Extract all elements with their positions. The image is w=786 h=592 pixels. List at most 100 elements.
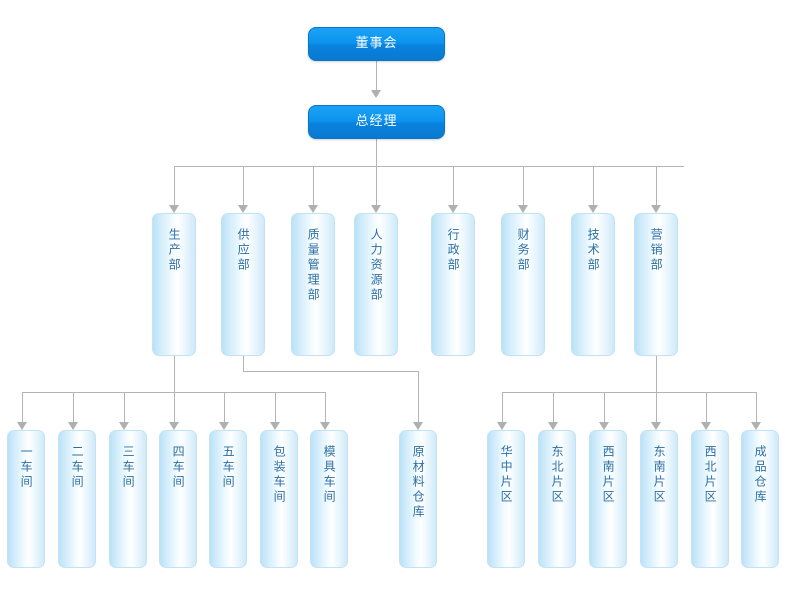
connector-drop-supply	[243, 166, 244, 205]
arrow-to-ws-3	[119, 422, 129, 430]
node-workshop-mould-label: 模具车间	[322, 445, 337, 505]
arrow-to-rg-southwest	[599, 422, 609, 430]
node-workshop-packing[interactable]: 包装车间	[260, 430, 298, 568]
arrow-to-rg-central	[497, 422, 507, 430]
node-workshop-2-label: 二车间	[70, 445, 85, 490]
arrow-to-raw-warehouse	[413, 422, 423, 430]
arrow-to-quality	[308, 205, 318, 213]
connector-drop-ws-1	[22, 392, 23, 422]
arrow-to-rg-northeast	[548, 422, 558, 430]
node-dept-admin-label: 行政部	[446, 228, 461, 273]
connector-workshop-bus	[22, 392, 325, 393]
node-dept-production[interactable]: 生产部	[152, 213, 196, 356]
arrow-to-ws-1	[17, 422, 27, 430]
node-workshop-4-label: 四车间	[171, 445, 186, 490]
arrow-to-ws-packing	[270, 422, 280, 430]
connector-production-down	[174, 356, 175, 392]
node-workshop-1-label: 一车间	[19, 445, 34, 490]
connector-drop-marketing	[656, 166, 657, 205]
node-region-central[interactable]: 华中片区	[487, 430, 525, 568]
node-workshop-4[interactable]: 四车间	[159, 430, 197, 568]
node-finished-goods-warehouse-label: 成品仓库	[753, 445, 768, 505]
connector-drop-admin	[453, 166, 454, 205]
node-dept-quality-label: 质量管理部	[306, 228, 321, 303]
node-workshop-packing-label: 包装车间	[272, 445, 287, 505]
connector-drop-ws-4	[174, 392, 175, 422]
node-board-label: 董事会	[355, 36, 398, 52]
connector-drop-rg-northeast	[553, 392, 554, 422]
node-region-northwest[interactable]: 西北片区	[691, 430, 729, 568]
arrow-to-rg-northwest	[701, 422, 711, 430]
node-region-central-label: 华中片区	[499, 445, 514, 505]
node-region-northeast-label: 东北片区	[550, 445, 565, 505]
node-dept-quality[interactable]: 质量管理部	[291, 213, 335, 356]
node-dept-marketing-label: 营销部	[649, 228, 664, 273]
node-dept-supply[interactable]: 供应部	[221, 213, 265, 356]
node-region-southwest-label: 西南片区	[601, 445, 616, 505]
node-dept-admin[interactable]: 行政部	[431, 213, 475, 356]
connector-region-bus	[502, 392, 756, 393]
arrow-to-admin	[448, 205, 458, 213]
connector-drop-ws-mould	[325, 392, 326, 422]
node-dept-production-label: 生产部	[167, 228, 182, 273]
arrow-to-ws-mould	[320, 422, 330, 430]
node-workshop-2[interactable]: 二车间	[58, 430, 96, 568]
node-raw-material-warehouse-label: 原材料仓库	[411, 445, 426, 520]
node-workshop-1[interactable]: 一车间	[7, 430, 45, 568]
connector-drop-ws-3	[124, 392, 125, 422]
arrow-to-gm	[371, 90, 381, 98]
connector-department-bus	[174, 166, 684, 167]
arrow-to-ws-5	[219, 422, 229, 430]
node-workshop-3[interactable]: 三车间	[109, 430, 147, 568]
node-dept-hr[interactable]: 人力资源部	[354, 213, 398, 356]
connector-drop-ws-2	[73, 392, 74, 422]
node-dept-supply-label: 供应部	[236, 228, 251, 273]
node-workshop-mould[interactable]: 模具车间	[310, 430, 348, 568]
node-workshop-5[interactable]: 五车间	[209, 430, 247, 568]
node-dept-finance-label: 财务部	[516, 228, 531, 273]
arrow-to-marketing	[651, 205, 661, 213]
arrow-to-supply	[238, 205, 248, 213]
connector-drop-rg-southwest	[604, 392, 605, 422]
connector-board-to-gm	[376, 61, 377, 90]
arrow-to-ws-4	[169, 422, 179, 430]
connector-drop-rg-central	[502, 392, 503, 422]
connector-supply-elbow	[243, 371, 418, 372]
node-dept-finance[interactable]: 财务部	[501, 213, 545, 356]
node-region-northeast[interactable]: 东北片区	[538, 430, 576, 568]
node-dept-technology[interactable]: 技术部	[571, 213, 615, 356]
node-region-southeast[interactable]: 东南片区	[640, 430, 678, 568]
arrow-to-ws-2	[68, 422, 78, 430]
node-workshop-3-label: 三车间	[121, 445, 136, 490]
arrow-to-finance	[518, 205, 528, 213]
node-dept-marketing[interactable]: 营销部	[634, 213, 678, 356]
arrow-to-production	[169, 205, 179, 213]
arrow-to-fg-warehouse	[751, 422, 761, 430]
node-dept-hr-label: 人力资源部	[369, 228, 384, 303]
connector-supply-to-warehouse	[418, 371, 419, 422]
connector-gm-down	[376, 139, 377, 166]
arrow-to-technology	[588, 205, 598, 213]
connector-drop-hr	[376, 166, 377, 205]
node-raw-material-warehouse[interactable]: 原材料仓库	[399, 430, 437, 568]
connector-drop-technology	[593, 166, 594, 205]
connector-drop-finance	[523, 166, 524, 205]
node-dept-technology-label: 技术部	[586, 228, 601, 273]
connector-drop-rg-southeast	[656, 392, 657, 422]
connector-drop-ws-packing	[275, 392, 276, 422]
node-workshop-5-label: 五车间	[221, 445, 236, 490]
connector-drop-rg-northwest	[706, 392, 707, 422]
connector-drop-quality	[313, 166, 314, 205]
node-region-southeast-label: 东南片区	[652, 445, 667, 505]
arrow-to-rg-southeast	[651, 422, 661, 430]
node-region-northwest-label: 西北片区	[703, 445, 718, 505]
arrow-to-hr	[371, 205, 381, 213]
node-general-manager-label: 总经理	[355, 114, 398, 130]
node-board[interactable]: 董事会	[308, 27, 445, 61]
connector-drop-ws-5	[224, 392, 225, 422]
node-general-manager[interactable]: 总经理	[308, 105, 445, 139]
node-finished-goods-warehouse[interactable]: 成品仓库	[741, 430, 779, 568]
node-region-southwest[interactable]: 西南片区	[589, 430, 627, 568]
connector-marketing-down	[656, 356, 657, 392]
